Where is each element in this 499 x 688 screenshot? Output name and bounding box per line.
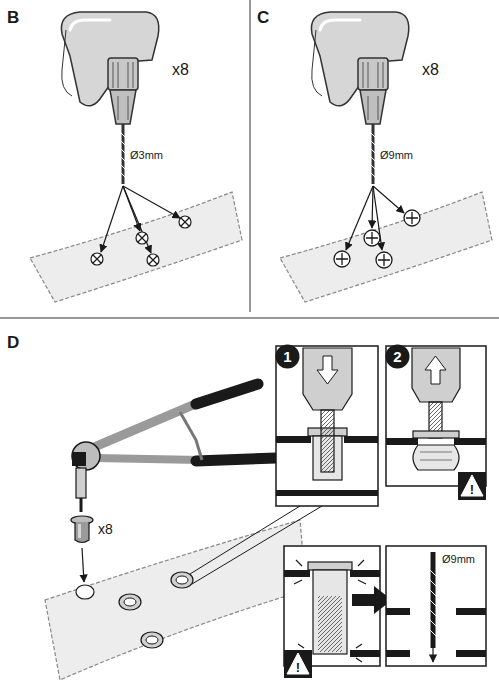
panel-letter: C <box>257 9 269 26</box>
drill-diameter: Ø9mm <box>380 150 413 161</box>
callout-text: 2 <box>393 349 401 364</box>
warning-mark: ! <box>470 483 474 496</box>
quantity-label: x8 <box>422 62 439 78</box>
panel-letter: B <box>7 9 19 26</box>
callout-number: 2 <box>385 344 410 369</box>
callout-text: 1 <box>283 349 291 364</box>
quantity-label: x8 <box>172 62 189 78</box>
warning-symbol: ! <box>284 650 312 678</box>
panel-letter: D <box>7 334 19 351</box>
drill-diameter: Ø3mm <box>130 150 163 161</box>
warning-mark: ! <box>296 661 300 674</box>
quantity-label: x8 <box>98 522 113 536</box>
drill-diameter: Ø9mm <box>442 554 475 565</box>
warning-symbol: ! <box>458 472 486 500</box>
callout-number: 1 <box>275 344 300 369</box>
